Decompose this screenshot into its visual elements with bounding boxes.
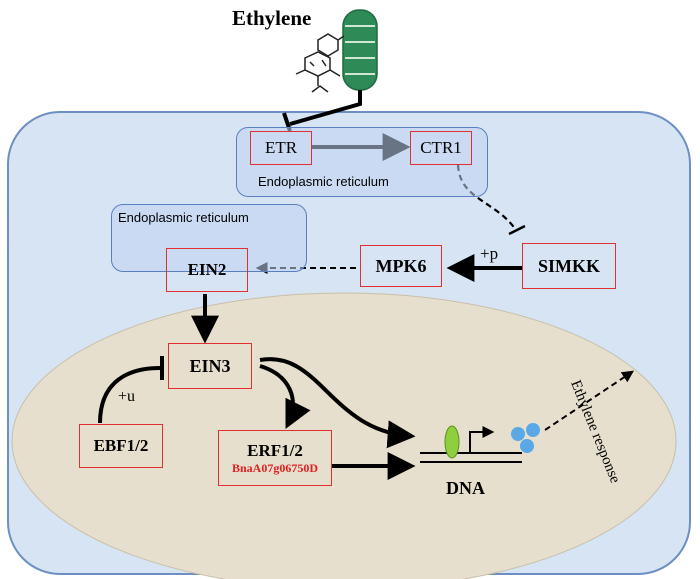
er-top-label: Endoplasmic reticulum [258,174,389,189]
title: Ethylene [232,6,312,30]
node-ctr1: CTR1 [410,131,472,165]
node-erf-label: ERF1/2 [247,440,303,460]
nucleus [11,292,677,579]
er-left [111,204,307,272]
node-ein3: EIN3 [168,343,252,389]
er-top [236,127,488,197]
ctr1-simkk-bar [508,224,526,236]
node-ebf: EBF1/2 [79,424,163,468]
ebf-ein3-line [98,366,161,424]
label-ubiquitination: +u [118,388,136,405]
ethylene-receptor-icon [342,9,378,91]
node-simkk: SIMKK [522,243,616,289]
label-dna: DNA [446,478,485,498]
arrow-ethylene-response [544,370,634,431]
node-etr: ETR [250,131,312,165]
node-mpk6: MPK6 [360,245,442,287]
arrow-ein3-dna [259,357,416,449]
dna-icon [420,423,540,463]
label-phosphorylation: +p [480,244,499,263]
ethylene-molecule-icon [295,33,345,93]
node-erf-gene: BnaA07g06750D [231,460,318,475]
node-ein2: EIN2 [166,248,248,292]
arrow-ein3-erf [259,364,311,430]
node-erf: ERF1/2 BnaA07g06750D [218,430,332,486]
er-left-label: Endoplasmic reticulum [118,210,249,225]
receptor-inhibition-line [289,90,362,126]
